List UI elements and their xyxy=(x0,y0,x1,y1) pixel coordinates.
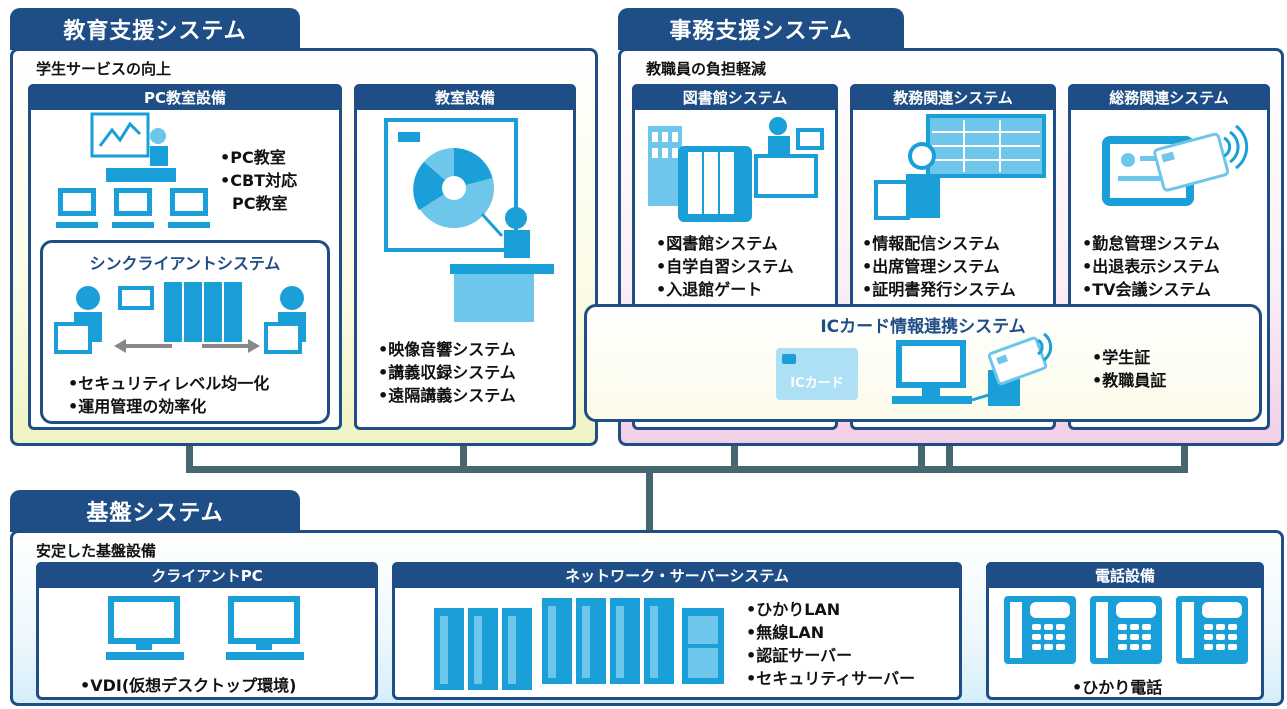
pc-room-item: •PC教室 xyxy=(220,148,286,167)
phone-item: •ひかり電話 xyxy=(1072,678,1163,697)
classroom-illustration xyxy=(384,118,554,322)
library-item: •入退館ゲート xyxy=(656,280,763,299)
connector-bus xyxy=(186,466,1188,473)
thin-client-illustration xyxy=(54,282,306,354)
classroom-item: •講義収録システム xyxy=(378,363,516,382)
network-item: •無線LAN xyxy=(746,623,825,642)
library-item: •自学自習システム xyxy=(656,257,794,276)
academic-list: •情報配信システム •出席管理システム •証明書発行システム xyxy=(862,232,1016,301)
network-list: •ひかりLAN •無線LAN •認証サーバー •セキュリティサーバー xyxy=(746,598,915,690)
base-tab: 基盤システム xyxy=(10,490,300,532)
general-title: 総務関連システム xyxy=(1068,84,1270,110)
pc-room-item: PC教室 xyxy=(232,194,288,213)
ic-title: ICカード情報連携システム xyxy=(820,317,1026,337)
client-list: •VDI(仮想デスクトップ環境) xyxy=(80,674,296,697)
pc-room-title: PC教室設備 xyxy=(28,84,342,110)
thin-client-title: シンクライアントシステム xyxy=(89,254,281,273)
classroom-title: 教室設備 xyxy=(354,84,576,110)
network-title: ネットワーク・サーバーシステム xyxy=(392,562,962,588)
connector-trunk xyxy=(646,466,653,538)
general-item: •勤怠管理システム xyxy=(1082,234,1220,253)
general-list: •勤怠管理システム •出退表示システム •TV会議システム xyxy=(1082,232,1220,301)
education-tab: 教育支援システム xyxy=(10,8,300,50)
ic-reader-illustration xyxy=(892,332,1053,406)
classroom-item: •遠隔講義システム xyxy=(378,386,516,405)
library-illustration xyxy=(648,117,824,222)
thin-client-item: •運用管理の効率化 xyxy=(68,397,207,416)
ic-item: •教職員証 xyxy=(1092,371,1167,390)
thin-client-list: •セキュリティレベル均一化 •運用管理の効率化 xyxy=(68,372,269,418)
pc-room-illustration xyxy=(56,112,210,228)
classroom-item: •映像音響システム xyxy=(378,340,516,359)
phone-illustration xyxy=(1004,596,1248,664)
network-item: •セキュリティサーバー xyxy=(746,669,916,688)
network-illustration xyxy=(434,598,724,690)
network-item: •認証サーバー xyxy=(746,646,853,665)
academic-item: •証明書発行システム xyxy=(862,280,1016,299)
library-title: 図書館システム xyxy=(632,84,838,110)
client-item: •VDI(仮想デスクトップ環境) xyxy=(80,676,297,695)
connector-classroom xyxy=(460,430,467,470)
thin-client-item: •セキュリティレベル均一化 xyxy=(68,374,270,393)
pc-room-item: •CBT対応 xyxy=(220,171,298,190)
academic-illustration xyxy=(874,114,1046,220)
office-tab: 事務支援システム xyxy=(618,8,904,50)
client-panel: クライアントPC xyxy=(36,562,378,700)
client-illustration xyxy=(106,596,304,660)
academic-item: •情報配信システム xyxy=(862,234,1000,253)
general-item: •TV会議システム xyxy=(1082,280,1212,299)
ic-list: •学生証 •教職員証 xyxy=(1092,346,1166,392)
phone-list: •ひかり電話 xyxy=(1072,676,1162,699)
connector-academic-a xyxy=(918,430,925,470)
connector-academic-b xyxy=(946,430,953,470)
ic-card: ICカード xyxy=(776,348,858,400)
connector-general xyxy=(1181,430,1188,470)
network-item: •ひかりLAN xyxy=(746,600,841,619)
connector-library xyxy=(731,430,738,470)
general-item: •出退表示システム xyxy=(1082,257,1220,276)
ic-item: •学生証 xyxy=(1092,348,1151,367)
ic-card-label: ICカード xyxy=(790,376,844,391)
base-subtitle: 安定した基盤設備 xyxy=(36,542,157,560)
client-title: クライアントPC xyxy=(36,562,378,588)
ic-card-chip xyxy=(782,354,796,364)
academic-item: •出席管理システム xyxy=(862,257,1000,276)
classroom-list: •映像音響システム •講義収録システム •遠隔講義システム xyxy=(378,338,516,407)
connector-pc xyxy=(186,430,193,470)
education-subtitle: 学生サービスの向上 xyxy=(36,60,172,78)
office-subtitle: 教職員の負担軽減 xyxy=(646,60,767,78)
general-illustration xyxy=(1102,124,1249,206)
phone-title: 電話設備 xyxy=(986,562,1264,588)
library-item: •図書館システム xyxy=(656,234,778,253)
pc-room-list: •PC教室 •CBT対応 PC教室 xyxy=(220,146,297,215)
library-list: •図書館システム •自学自習システム •入退館ゲート xyxy=(656,232,794,301)
academic-title: 教務関連システム xyxy=(850,84,1056,110)
